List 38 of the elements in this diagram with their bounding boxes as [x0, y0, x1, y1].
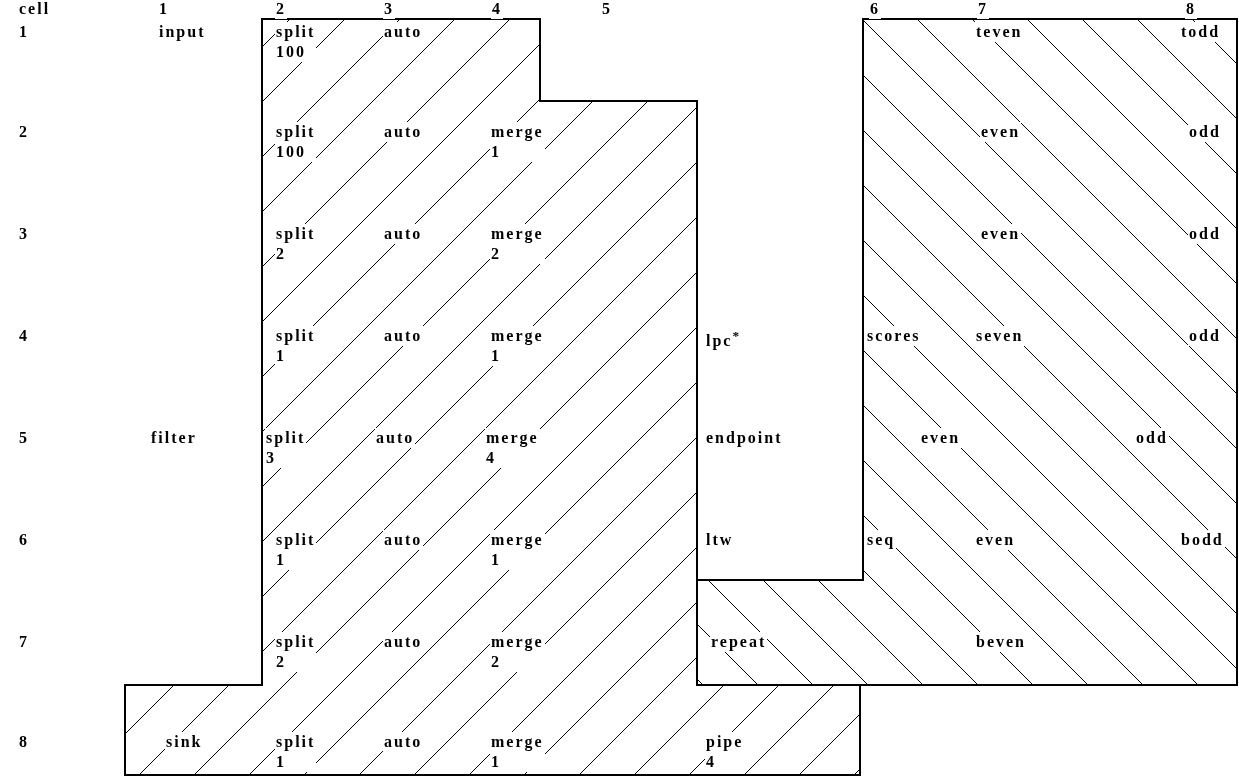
cell-text: endpoint: [705, 428, 784, 448]
cell-text: auto: [383, 326, 424, 346]
column-header: 8: [1185, 0, 1197, 19]
column-header: 2: [275, 0, 287, 19]
cell-text: seq: [866, 530, 897, 550]
cell-text: split 1: [275, 530, 317, 570]
cell-text: scores: [866, 326, 922, 346]
cell-text: seven: [975, 326, 1025, 346]
cell-text: merge 1: [490, 530, 545, 570]
column-header: 4: [491, 0, 503, 19]
cell-text: sink: [165, 732, 204, 752]
cell-text: split 2: [275, 632, 317, 672]
cell-text: beven: [975, 632, 1027, 652]
column-header: 7: [977, 0, 989, 19]
cell-text: split 1: [275, 326, 317, 366]
cell-text: odd: [1188, 326, 1222, 346]
cell-text: merge 2: [490, 632, 545, 672]
cell-text: merge 2: [490, 224, 545, 264]
cell-text: bodd: [1180, 530, 1225, 550]
cell-text: split 100: [275, 22, 317, 62]
cell-text: teven: [975, 22, 1024, 42]
cell-text: merge 4: [485, 428, 540, 468]
cell-text: split 100: [275, 122, 317, 162]
cell-text: merge 1: [490, 326, 545, 366]
column-header: 6: [869, 0, 881, 19]
cell-text: merge 1: [490, 732, 545, 772]
column-header: 3: [383, 0, 395, 19]
cell-text: split 3: [265, 428, 307, 468]
cell-text: repeat: [710, 632, 768, 652]
cell-text: odd: [1188, 224, 1222, 244]
cell-text: even: [920, 428, 962, 448]
cell-text: even: [980, 122, 1022, 142]
cell-text: odd: [1188, 122, 1222, 142]
cell-text: merge 1: [490, 122, 545, 162]
cell-text: split 1: [275, 732, 317, 772]
cell-text: auto: [375, 428, 416, 448]
cell-text: input: [158, 22, 207, 42]
cell-text: auto: [383, 530, 424, 550]
